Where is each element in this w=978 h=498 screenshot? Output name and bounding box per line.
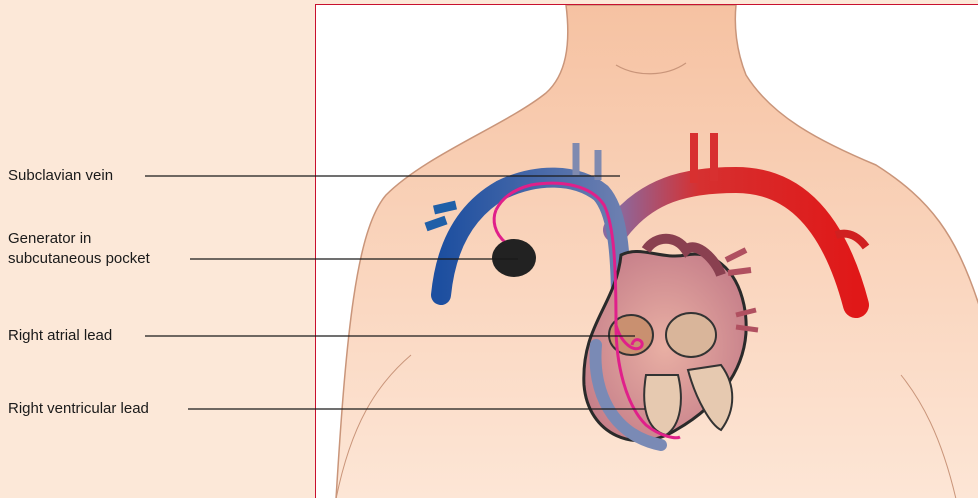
label-right-ventricular-lead: Right ventricular lead: [8, 399, 149, 418]
label-right-atrial-lead: Right atrial lead: [8, 326, 112, 345]
label-generator-line2: subcutaneous pocket: [8, 249, 150, 268]
label-generator-line1: Generator in: [8, 229, 91, 248]
label-subclavian-vein: Subclavian vein: [8, 166, 113, 185]
